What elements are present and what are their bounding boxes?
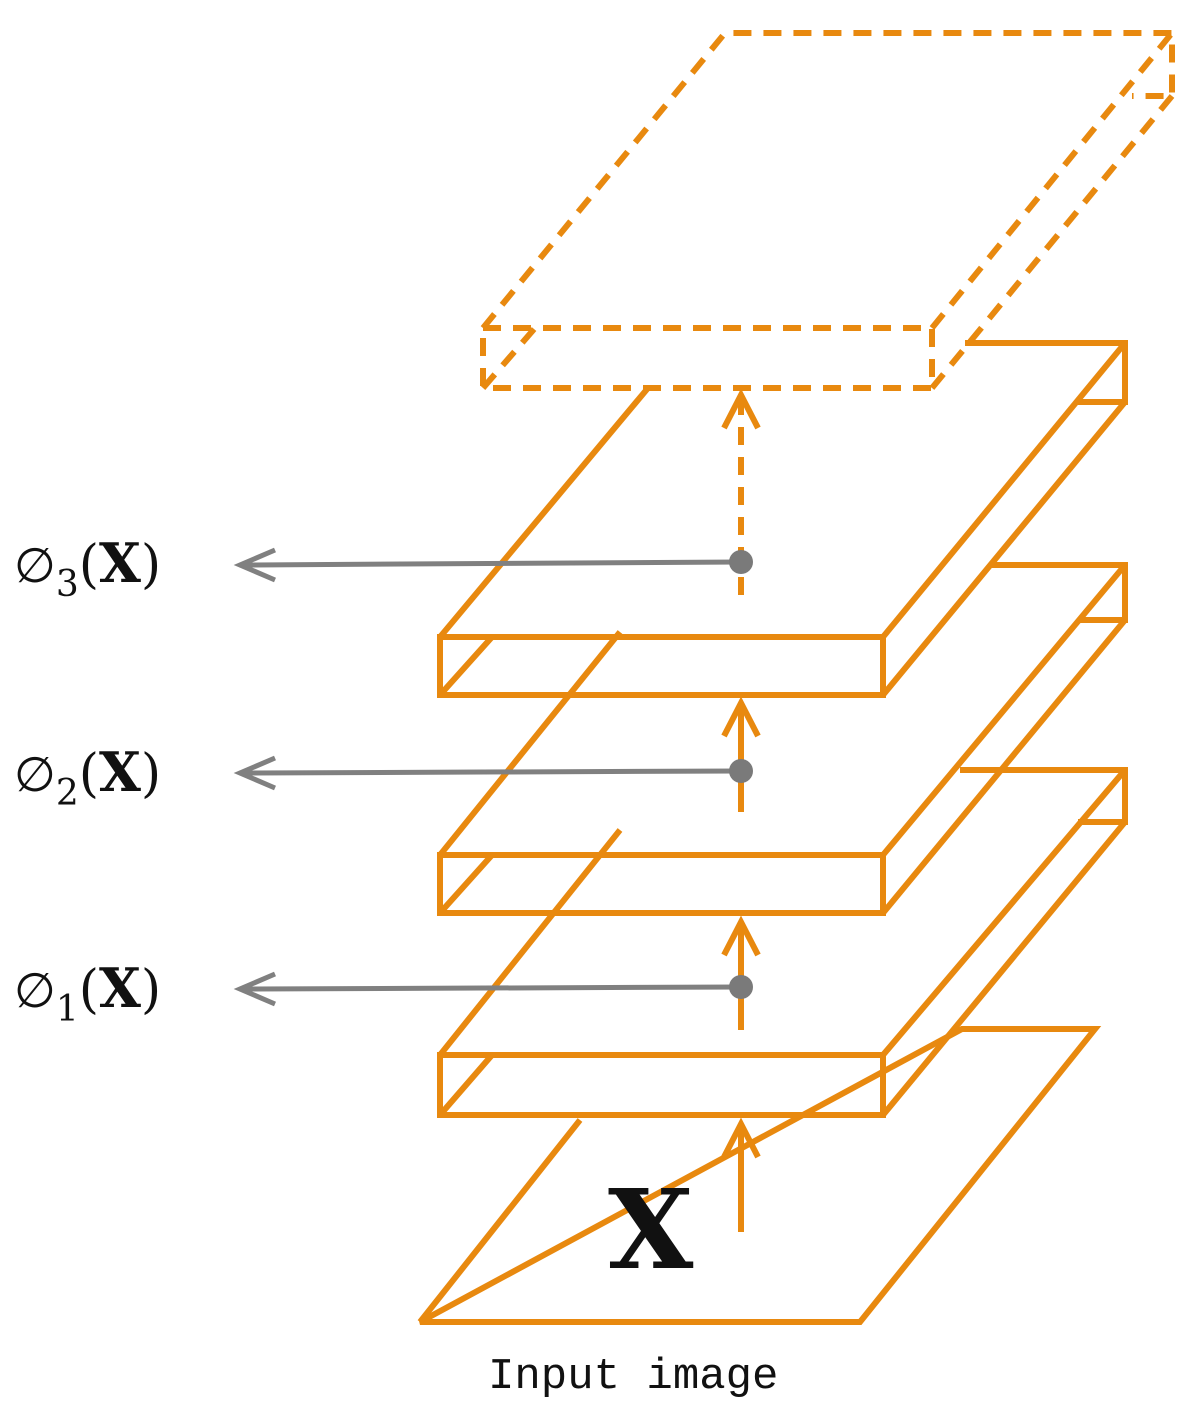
input-image-plane xyxy=(417,1026,1102,1325)
dashed-top-layer xyxy=(480,30,1175,391)
input-caption: Input image xyxy=(488,1352,778,1402)
feature-taps xyxy=(233,547,753,1007)
conv-layer-3 xyxy=(437,340,1128,698)
feature-label-1: ∅1(X) xyxy=(14,956,161,1030)
feature-dot-3 xyxy=(729,550,753,574)
input-symbol: X xyxy=(608,1165,694,1294)
feature-label-3: ∅3(X) xyxy=(14,531,161,605)
forward-arrows xyxy=(721,388,761,1232)
feature-label-2: ∅2(X) xyxy=(14,740,161,814)
conv-layer-1 xyxy=(437,767,1128,1118)
feature-dot-2 xyxy=(729,759,753,783)
conv-layer-2 xyxy=(437,562,1128,916)
feature-dot-1 xyxy=(729,975,753,999)
